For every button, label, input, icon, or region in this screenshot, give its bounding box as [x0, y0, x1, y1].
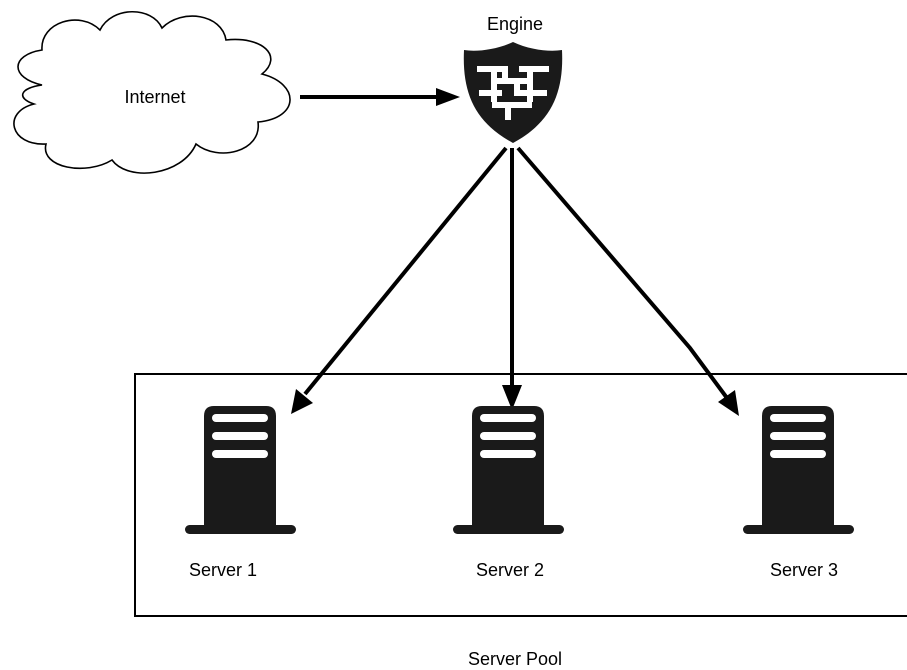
- internet-node: Internet: [13, 10, 291, 174]
- arrowhead-server1: [291, 389, 313, 414]
- server-icon: [185, 406, 296, 534]
- server-3-label: Server 3: [770, 560, 838, 580]
- edge-engine-server1: [303, 146, 508, 396]
- edges: [291, 88, 739, 416]
- server-pool-label: Server Pool: [468, 649, 562, 669]
- server-pool-box: [134, 373, 907, 617]
- internet-label: Internet: [124, 87, 185, 107]
- firewall-shield-icon: [463, 42, 563, 143]
- engine-label: Engine: [487, 14, 543, 34]
- arrowhead-server2: [502, 385, 522, 410]
- server-1-label: Server 1: [189, 560, 257, 580]
- server-icon: [743, 406, 854, 534]
- arrowhead-engine: [436, 88, 460, 106]
- engine-node: Engine: [463, 14, 563, 143]
- cloud-icon: [13, 10, 291, 174]
- server-node-1: Server 1: [185, 406, 296, 580]
- server-node-2: Server 2: [453, 406, 564, 580]
- server-icon: [453, 406, 564, 534]
- arrowhead-server3: [718, 390, 739, 416]
- server-2-label: Server 2: [476, 560, 544, 580]
- edge-engine-server3: [516, 146, 729, 400]
- server-node-3: Server 3: [743, 406, 854, 580]
